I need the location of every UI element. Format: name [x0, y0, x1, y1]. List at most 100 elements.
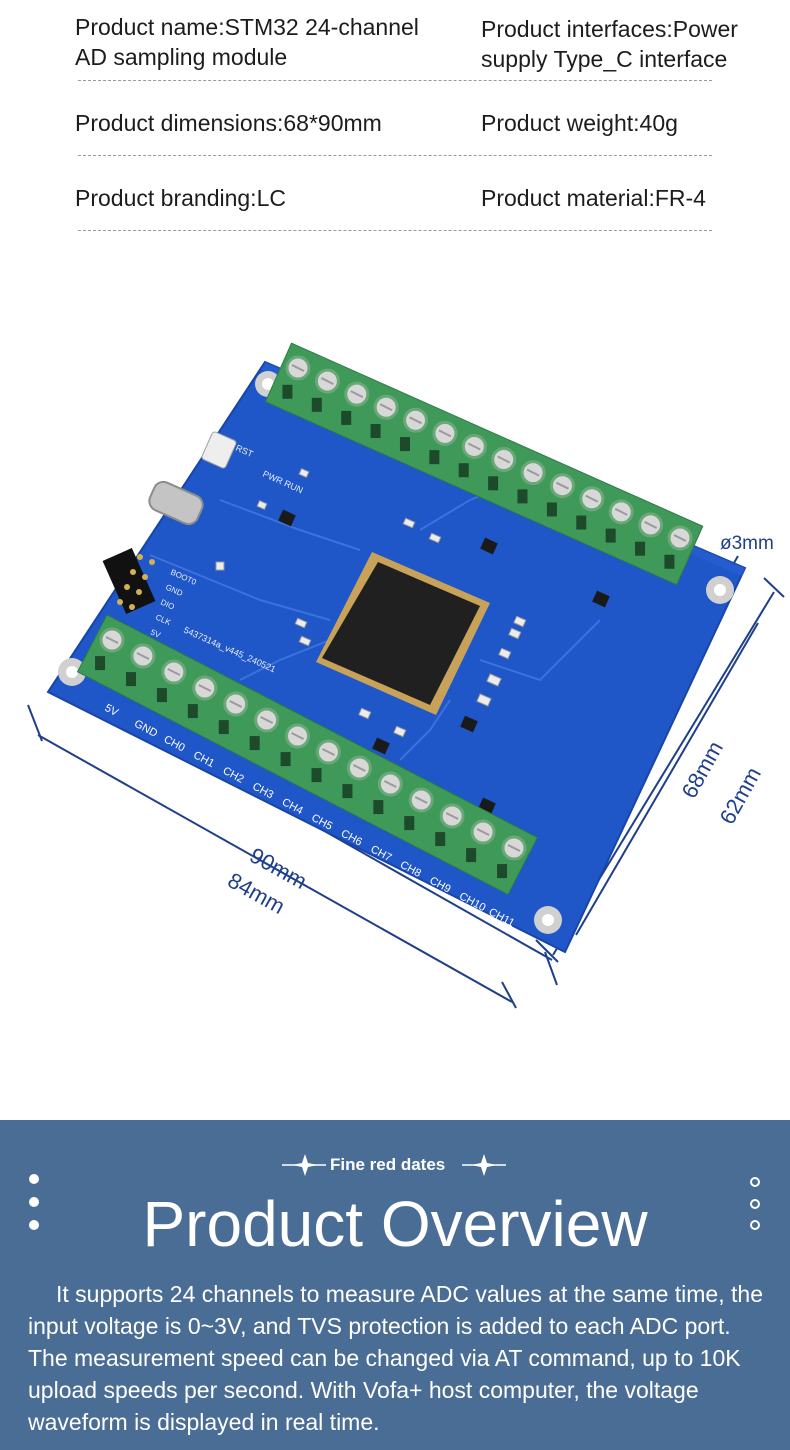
- bottom-terminal-screw-slot: [167, 668, 181, 676]
- spec-name-line1: Product name:STM32 24-channel: [75, 14, 419, 40]
- top-terminal-screw-slot: [350, 390, 364, 399]
- section-description: It supports 24 channels to measure ADC v…: [28, 1281, 763, 1435]
- decor-dot: [29, 1197, 39, 1207]
- decor-dot: [29, 1174, 39, 1184]
- top-terminal-screw-slot: [526, 468, 540, 477]
- top-terminal-wire-slot: [517, 489, 528, 504]
- top-terminal-screw-slot: [497, 455, 511, 464]
- pin-label-5v: 5V: [103, 702, 121, 719]
- dim-line-90: [37, 734, 513, 1003]
- reset-button: [201, 431, 237, 469]
- bottom-terminal-wire-slot: [466, 848, 477, 863]
- bottom-terminal-screw-slot: [352, 764, 366, 772]
- dim-tick: [544, 951, 558, 986]
- top-terminal-wire-slot: [458, 463, 469, 478]
- mounting-hole: [706, 576, 734, 604]
- dim-tick: [501, 981, 517, 1009]
- bottom-terminal-screw-slot: [260, 716, 274, 724]
- decor-dot: [29, 1220, 39, 1230]
- top-terminal-wire-slot: [370, 423, 381, 438]
- spec-weight: Product weight:40g: [481, 110, 678, 136]
- bottom-terminal-wire-slot: [497, 864, 508, 879]
- top-terminal-wire-slot: [341, 410, 352, 425]
- divider: [78, 230, 712, 231]
- top-terminal-screw-slot: [438, 429, 452, 438]
- top-terminal-wire-slot: [546, 502, 557, 517]
- smd-components: [215, 467, 527, 738]
- top-terminal-screw-slot: [467, 442, 481, 451]
- bottom-terminal-screw-slot: [322, 748, 335, 756]
- sparkle-icon: [282, 1154, 506, 1176]
- brand-name: Fine red dates: [330, 1155, 446, 1174]
- dim-label-68: 68mm: [677, 737, 728, 803]
- bottom-terminal-wire-slot: [218, 720, 229, 735]
- usb-c-port: [148, 480, 204, 526]
- bottom-terminal-screw-slot: [383, 780, 397, 788]
- bottom-terminal-screw-slot: [136, 652, 150, 660]
- ic-packages: [278, 509, 610, 815]
- top-terminal-wire-slot: [605, 528, 616, 543]
- decor-ring: [750, 1199, 760, 1209]
- bottom-terminal-screw-slot: [414, 796, 428, 804]
- top-terminal-wire-slot: [429, 450, 440, 465]
- top-terminal-screw-slot: [585, 494, 599, 503]
- bottom-terminal-wire-slot: [95, 656, 106, 671]
- bottom-terminal-screw-slot: [105, 636, 119, 644]
- spec-interfaces-line1: Product interfaces:Power: [481, 16, 738, 42]
- section-title: Product Overview: [142, 1188, 648, 1260]
- top-terminal-screw-slot: [291, 364, 305, 372]
- divider: [78, 80, 712, 81]
- top-terminal-screw-slot: [673, 534, 687, 542]
- bottom-terminal-wire-slot: [249, 736, 260, 751]
- spec-interfaces-line2: supply Type_C interface: [481, 46, 728, 72]
- decor-ring: [750, 1177, 760, 1187]
- bottom-terminal-wire-slot: [373, 800, 384, 815]
- bottom-terminal-wire-slot: [342, 784, 353, 799]
- spec-dimensions: Product dimensions:68*90mm: [75, 110, 382, 136]
- top-terminal-screw-slot: [644, 521, 658, 529]
- board-svg: 5437314a_v445_240521 PWR RUN RST BOOT0GN…: [27, 342, 785, 1009]
- dim-tick: [763, 577, 785, 598]
- top-terminal-wire-slot: [282, 384, 293, 399]
- mounting-hole: [534, 906, 562, 934]
- top-terminal-screw-slot: [379, 403, 393, 412]
- dim-tick: [535, 939, 559, 963]
- bottom-terminal-screw-slot: [291, 732, 304, 740]
- spec-name: Product name:STM32 24-channel AD samplin…: [75, 12, 419, 72]
- header-label-5v: 5V: [149, 628, 162, 640]
- spec-branding: Product branding:LC: [75, 185, 286, 211]
- bottom-terminal-wire-slot: [404, 816, 415, 831]
- bottom-terminal-wire-slot: [156, 688, 167, 703]
- dim-label-hole: ø3mm: [720, 533, 774, 554]
- dim-label-62: 62mm: [715, 763, 766, 829]
- divider: [78, 155, 712, 156]
- top-terminal-screw-slot: [409, 416, 422, 425]
- bottom-terminal-screw-slot: [445, 812, 459, 820]
- overview-section: Fine red dates Product Overview It suppo…: [0, 1120, 790, 1450]
- top-terminal-wire-slot: [635, 541, 646, 556]
- bottom-terminal-screw-slot: [476, 828, 490, 836]
- spec-name-line2: AD sampling module: [75, 44, 288, 70]
- mcu-chip: [322, 562, 480, 705]
- mounting-hole: [58, 658, 86, 686]
- top-terminal-wire-slot: [399, 437, 410, 452]
- bottom-terminal-body: [76, 614, 539, 896]
- top-terminal-wire-slot: [576, 515, 587, 530]
- bottom-terminal-wire-slot: [435, 832, 446, 847]
- bottom-terminal-screw-slot: [507, 844, 521, 852]
- dim-tick: [27, 704, 43, 742]
- top-terminal-wire-slot: [488, 476, 499, 491]
- bottom-terminal-wire-slot: [280, 752, 291, 767]
- bottom-terminal-screw-slot: [198, 684, 212, 692]
- pin-header: [102, 547, 156, 615]
- brand-line: Fine red dates: [0, 1152, 790, 1178]
- top-terminal-wire-slot: [664, 554, 675, 569]
- bottom-terminal-wire-slot: [311, 768, 322, 783]
- bottom-terminal-wire-slot: [187, 704, 198, 719]
- spec-table: Product name:STM32 24-channel AD samplin…: [0, 0, 790, 250]
- spec-interfaces: Product interfaces:Power supply Type_C i…: [481, 14, 751, 74]
- top-terminal-wire-slot: [311, 397, 322, 412]
- bottom-terminal-wire-slot: [125, 672, 136, 687]
- top-terminal-screw-slot: [320, 377, 334, 385]
